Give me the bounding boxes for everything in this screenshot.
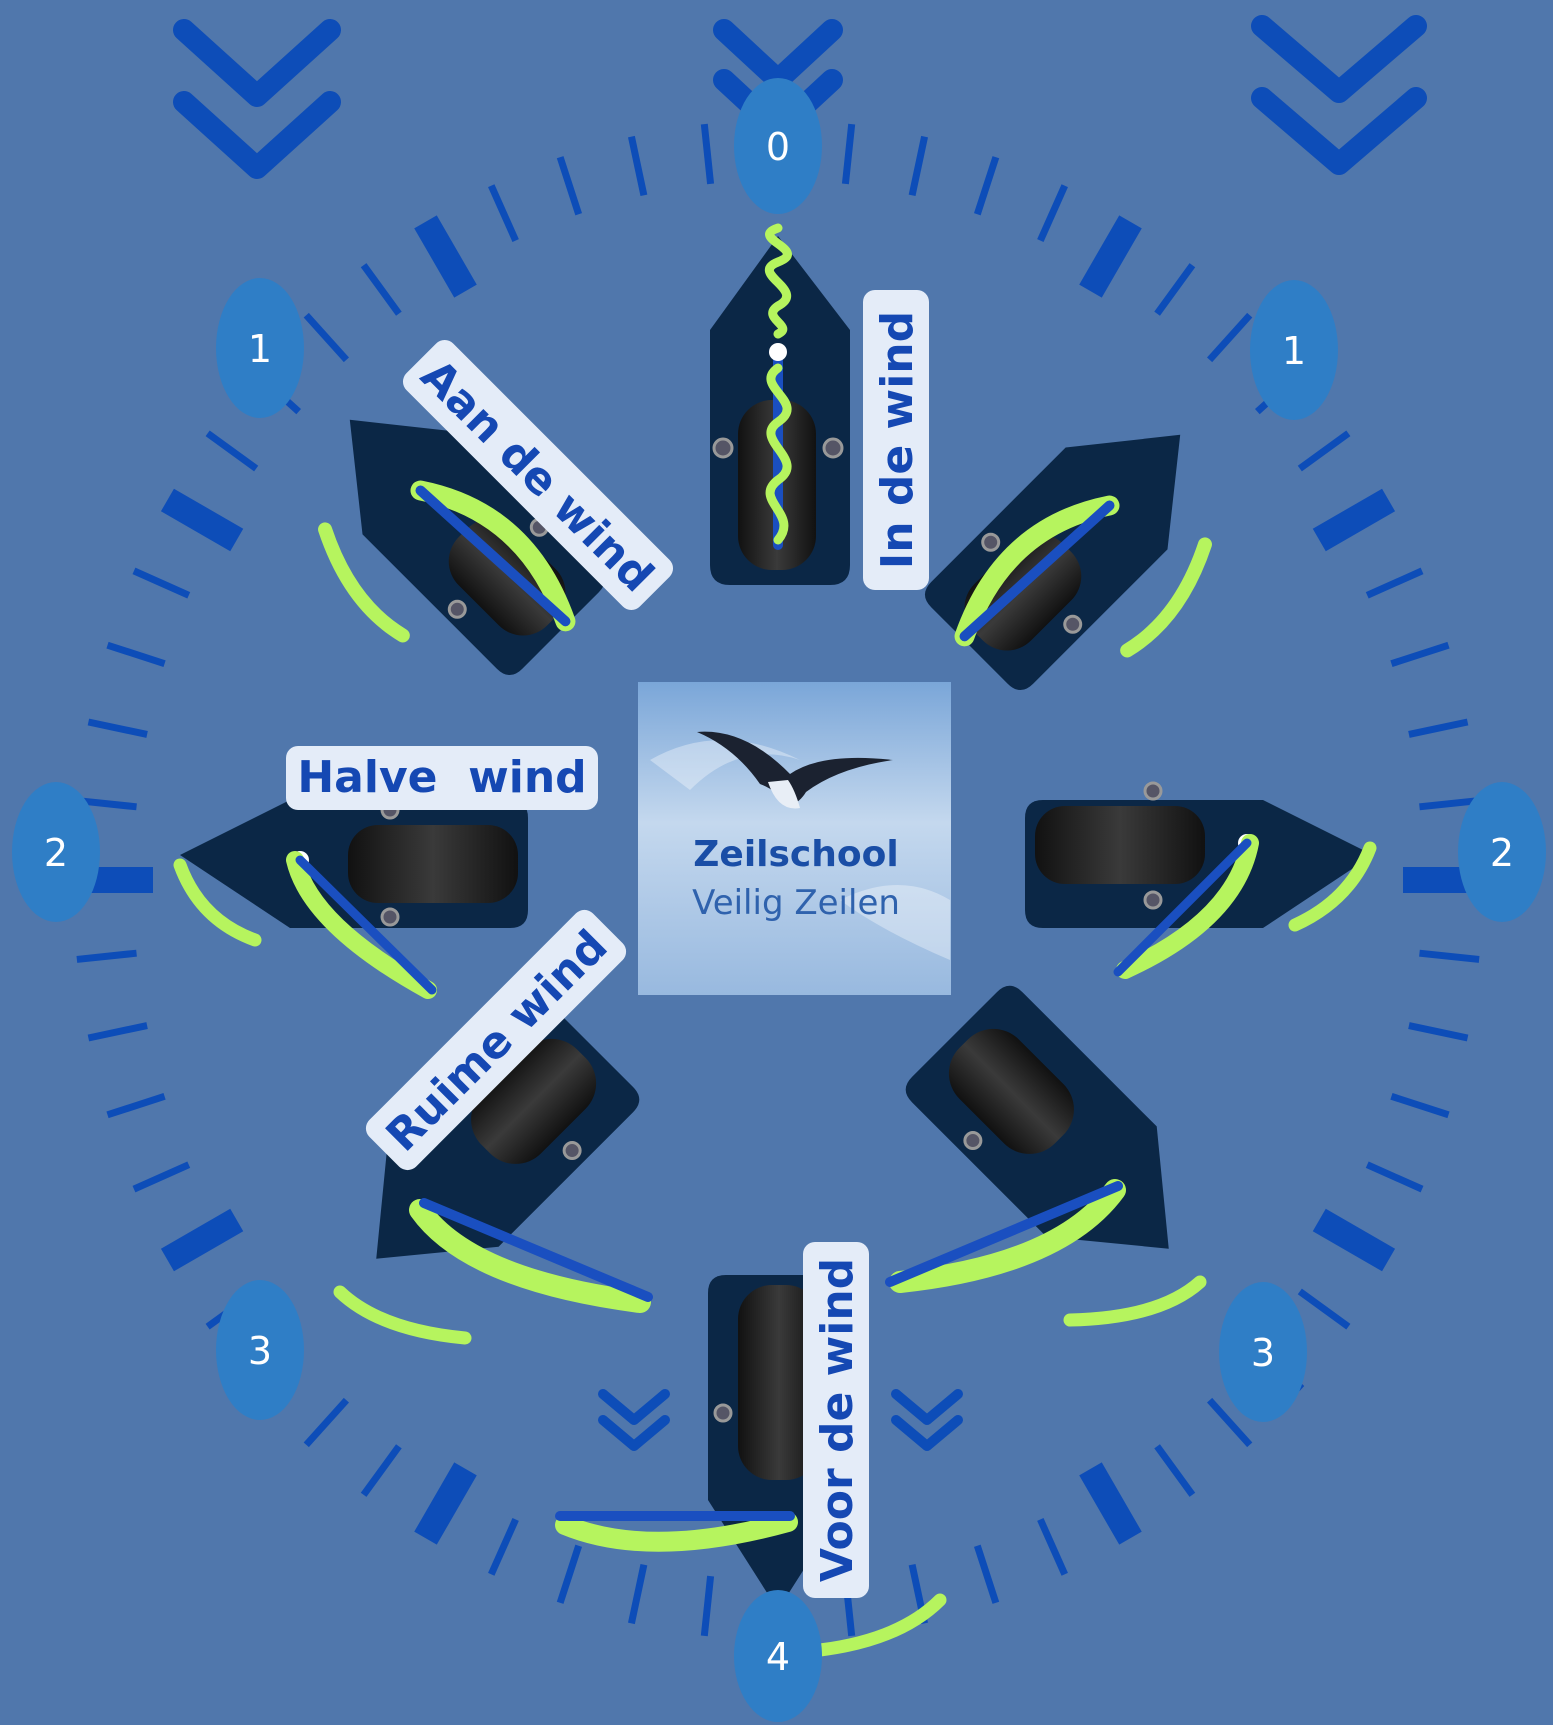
- svg-text:In de wind: In de wind: [872, 311, 923, 569]
- minor-tick: [1391, 645, 1448, 664]
- svg-text:Voor de wind: Voor de wind: [812, 1258, 863, 1582]
- major-tick: [1091, 222, 1131, 291]
- major-tick: [167, 500, 236, 540]
- minor-tick: [306, 315, 346, 360]
- boat-in-de-wind: [710, 228, 850, 585]
- sector-badge-bottom: 4: [734, 1590, 822, 1722]
- minor-tick: [134, 571, 189, 595]
- svg-text:4: 4: [766, 1635, 790, 1679]
- minor-tick: [1040, 186, 1064, 241]
- minor-tick: [77, 953, 137, 959]
- double-chevron-down-icon: [603, 1394, 665, 1446]
- minor-tick: [977, 157, 996, 214]
- minor-tick: [1367, 1165, 1422, 1189]
- minor-tick: [208, 433, 257, 468]
- double-chevron-down-icon: [184, 30, 330, 168]
- minor-tick: [134, 1165, 189, 1189]
- major-tick: [1319, 1220, 1388, 1260]
- sector-badge-lower-left: 3: [216, 1280, 304, 1420]
- svg-text:0: 0: [766, 125, 790, 169]
- sector-badge-upper-left: 1: [216, 278, 304, 418]
- label-voor-de-wind: Voor de wind: [803, 1242, 869, 1598]
- zeilschool-logo: Zeilschool Veilig Zeilen: [638, 682, 951, 995]
- minor-tick: [977, 1546, 996, 1603]
- boat-voor-de-wind: [560, 1275, 940, 1650]
- double-chevron-down-icon: [1262, 26, 1416, 164]
- minor-tick: [1210, 315, 1250, 360]
- minor-tick: [560, 157, 579, 214]
- minor-tick: [704, 1576, 710, 1636]
- svg-text:1: 1: [1282, 329, 1306, 373]
- sector-badge-top: 0: [734, 78, 822, 214]
- major-tick: [167, 1220, 236, 1260]
- minor-tick: [912, 137, 924, 196]
- svg-text:2: 2: [44, 831, 68, 875]
- minor-tick: [1367, 571, 1422, 595]
- major-tick: [426, 1469, 466, 1538]
- boat-halve-wind-right: [1025, 783, 1373, 972]
- minor-tick: [108, 1096, 165, 1115]
- major-tick: [1319, 500, 1388, 540]
- minor-tick: [1409, 722, 1468, 734]
- minor-tick: [306, 1400, 346, 1445]
- minor-tick: [364, 1446, 399, 1495]
- minor-tick: [1419, 953, 1479, 959]
- minor-tick: [1300, 1291, 1349, 1326]
- minor-tick: [88, 1026, 147, 1038]
- sector-badge-upper-right: 1: [1250, 280, 1338, 420]
- minor-tick: [704, 124, 710, 184]
- minor-tick: [491, 1519, 515, 1574]
- minor-tick: [1157, 265, 1192, 314]
- sector-badge-lower-right: 3: [1219, 1282, 1307, 1422]
- svg-text:2: 2: [1490, 831, 1514, 875]
- minor-tick: [845, 124, 851, 184]
- boat-aan-de-wind-right: [919, 384, 1265, 730]
- svg-text:3: 3: [248, 1329, 272, 1373]
- label-halve-wind: Halve wind: [286, 746, 598, 810]
- minor-tick: [88, 722, 147, 734]
- boat-halve-wind-left: [180, 800, 528, 990]
- minor-tick: [1391, 1096, 1448, 1115]
- svg-text:Halve wind: Halve wind: [297, 752, 586, 803]
- label-in-de-wind: In de wind: [863, 290, 929, 590]
- minor-tick: [631, 137, 643, 196]
- svg-text:3: 3: [1251, 1331, 1275, 1375]
- minor-tick: [491, 186, 515, 241]
- minor-tick: [108, 645, 165, 664]
- sector-badge-middle-left: 2: [12, 782, 100, 922]
- major-tick: [426, 222, 466, 291]
- svg-text:Veilig Zeilen: Veilig Zeilen: [692, 883, 900, 923]
- minor-tick: [364, 265, 399, 314]
- double-chevron-down-icon: [896, 1394, 958, 1446]
- minor-tick: [631, 1565, 643, 1624]
- minor-tick: [560, 1546, 579, 1603]
- minor-tick: [1409, 1026, 1468, 1038]
- minor-tick: [1157, 1446, 1192, 1495]
- minor-tick: [1040, 1519, 1064, 1574]
- minor-tick: [1300, 433, 1349, 468]
- sector-badge-middle-right: 2: [1458, 782, 1546, 922]
- major-tick: [1091, 1469, 1131, 1538]
- svg-text:1: 1: [248, 327, 272, 371]
- svg-text:Zeilschool: Zeilschool: [693, 834, 898, 875]
